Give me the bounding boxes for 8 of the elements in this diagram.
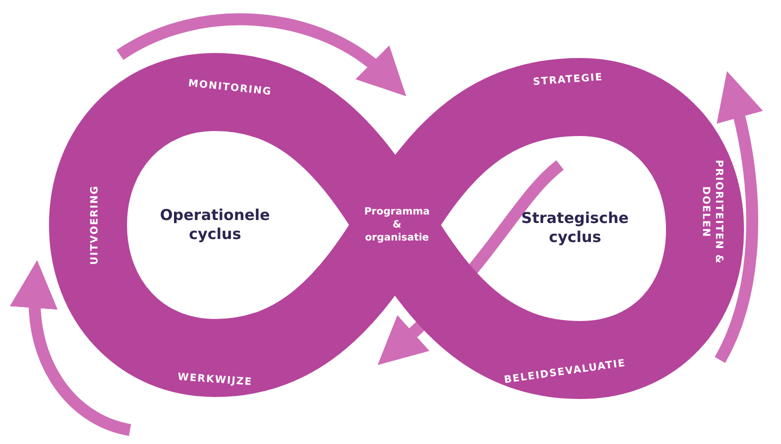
band-label: STRATEGIE	[532, 72, 604, 88]
band-label: Programma & organisatie	[363, 206, 431, 244]
band-label: PRIORITEITEN & DOELEN	[699, 158, 725, 266]
cycle-title: Strategische cyclus	[520, 209, 630, 247]
band-label: WERKWIJZE	[177, 372, 253, 388]
band-label: MONITORING	[188, 78, 272, 98]
cycle-title: Operationele cyclus	[159, 206, 271, 244]
band-label: UITVOERING	[90, 185, 100, 265]
